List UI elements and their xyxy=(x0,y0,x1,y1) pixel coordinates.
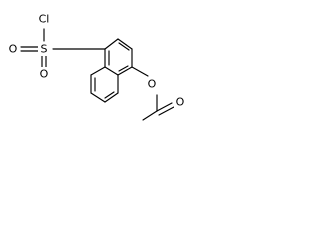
acetate-ester-group xyxy=(131,66,175,121)
bond-c6-c5 xyxy=(104,92,119,103)
bond-c1-c2 xyxy=(104,38,119,50)
double-bond-inner-c6-c5 xyxy=(104,91,115,99)
atom-label-sulfonyl-oxygen-bottom: O xyxy=(37,67,51,81)
bond-c4-c4a xyxy=(117,66,133,76)
double-bond-inner-c2-c3 xyxy=(118,42,130,51)
bond-c4a-c8a xyxy=(104,66,119,76)
atom-label-ester-oxygen: O xyxy=(145,77,159,91)
double-bond-inner-c4-c4a xyxy=(118,65,129,72)
atom-label-chlorine: Cl xyxy=(35,11,53,27)
atom-label-carbonyl-oxygen: O xyxy=(174,95,187,109)
atom-label-sulfur: S xyxy=(38,42,51,56)
atom-label-sulfonyl-oxygen-left: O xyxy=(7,42,20,56)
sulfonyl-oxygen-left-label: O xyxy=(9,43,18,56)
bond-c7-c6 xyxy=(90,92,106,103)
double-bond-carbonyl-a xyxy=(156,102,173,112)
chemical-structure: Cl S O O O O xyxy=(7,11,187,121)
bond-c8a-c8 xyxy=(90,66,106,76)
ester-oxygen-label: O xyxy=(148,78,157,91)
double-bond-carbonyl-b xyxy=(158,106,175,116)
carbonyl-oxygen-label: O xyxy=(176,96,185,109)
bond-carbonyl-c-methyl xyxy=(142,110,158,121)
sulfur-label: S xyxy=(41,43,48,56)
sulfonyl-chloride-group xyxy=(20,28,106,68)
bond-c2-c3 xyxy=(117,38,133,50)
bond-c4-o-ester xyxy=(131,66,149,77)
right-aromatic-ring xyxy=(104,38,133,76)
lower-aromatic-ring xyxy=(90,66,119,103)
sulfonyl-oxygen-bottom-label: O xyxy=(40,68,49,81)
chlorine-label: Cl xyxy=(39,13,50,26)
